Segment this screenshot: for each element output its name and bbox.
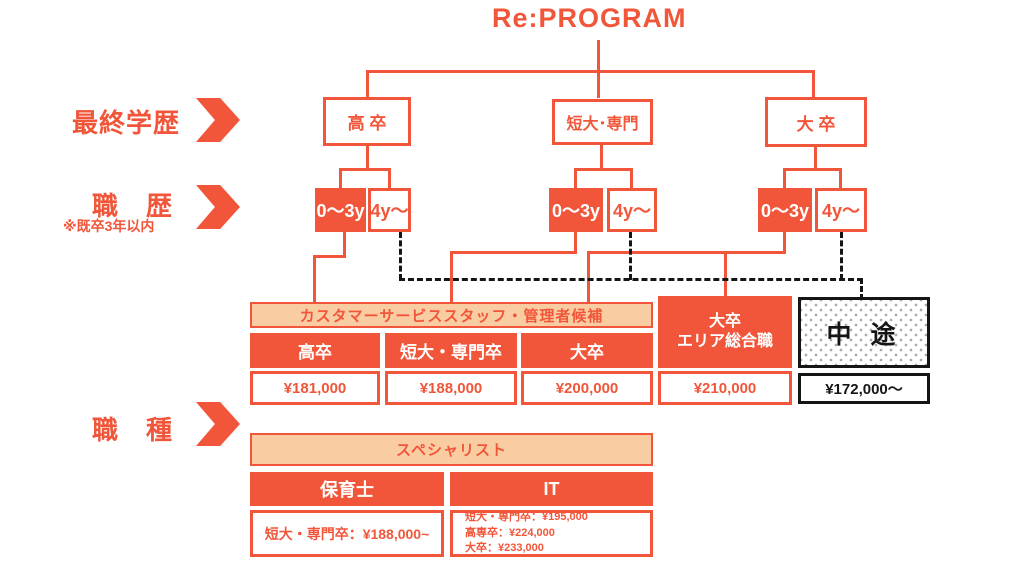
- page-title: Re:PROGRAM: [492, 3, 687, 33]
- connector-line: [339, 168, 391, 171]
- work-history-0-3y: 0〜3y: [315, 188, 366, 232]
- connector-line: [839, 168, 842, 190]
- connector-line: [313, 255, 346, 258]
- connector-line: [600, 145, 603, 170]
- work-history-4y: 4y〜: [368, 188, 411, 232]
- specialist-salary-hoikushi: 短大・専門卒：¥188,000~: [250, 510, 444, 557]
- connector-line: [366, 70, 815, 73]
- chevron-right-icon: [196, 98, 240, 142]
- it-salary-line: 大卒：¥233,000: [465, 542, 544, 555]
- chevron-right-icon: [196, 402, 240, 446]
- connector-line: [783, 168, 786, 190]
- connector-line: [814, 145, 817, 170]
- connector-line: [630, 168, 633, 190]
- specialist-column-hoikushi: 保育士: [250, 472, 444, 506]
- connector-line: [313, 255, 316, 305]
- mid-career-box: 中 途: [798, 297, 930, 368]
- cs-column-daisotsu: 大卒: [521, 333, 653, 368]
- dashed-connector-line: [399, 232, 402, 280]
- specialist-salary-it: 短大・専門卒：¥195,000 高専卒：¥224,000 大卒：¥233,000: [450, 510, 653, 557]
- connector-line: [574, 168, 577, 190]
- connector-line: [724, 251, 727, 298]
- education-box-kousotsu: 高 卒: [323, 97, 411, 146]
- education-box-daisotsu: 大 卒: [765, 97, 867, 147]
- connector-line: [366, 145, 369, 170]
- work-history-note: ※既卒3年以内: [63, 218, 155, 234]
- mid-career-salary: ¥172,000〜: [798, 373, 930, 404]
- cs-salary-daisotsu: ¥200,000: [521, 371, 653, 405]
- connector-line: [366, 70, 369, 98]
- row-label-job-type: 職 種: [92, 415, 174, 445]
- area-sogo-box: 大卒 エリア総合職: [658, 296, 792, 368]
- connector-line: [574, 168, 633, 171]
- area-sogo-line1: 大卒: [708, 313, 741, 330]
- row-label-work-history: 職 歴: [92, 191, 174, 221]
- connector-line: [587, 251, 786, 254]
- work-history-0-3y: 0〜3y: [549, 188, 603, 232]
- dashed-connector-line: [840, 232, 843, 280]
- connector-line: [388, 168, 391, 190]
- connector-line: [783, 168, 842, 171]
- row-label-education: 最終学歴: [72, 108, 181, 138]
- cs-salary-tandai: ¥188,000: [385, 371, 517, 405]
- connector-line: [450, 251, 577, 254]
- dashed-connector-line: [629, 232, 632, 280]
- it-salary-line: 短大・専門卒：¥195,000: [465, 510, 588, 523]
- dashed-connector-line: [860, 278, 863, 300]
- connector-line: [597, 40, 600, 73]
- dashed-connector-line: [399, 278, 863, 281]
- specialist-header: スペシャリスト: [250, 433, 653, 466]
- connector-line: [339, 168, 342, 190]
- area-sogo-line2: エリア総合職: [676, 333, 773, 350]
- cs-column-tandai: 短大・専門卒: [385, 333, 517, 368]
- cs-column-kousotsu: 高卒: [250, 333, 380, 368]
- cs-salary-kousotsu: ¥181,000: [250, 371, 380, 405]
- work-history-0-3y: 0〜3y: [758, 188, 812, 232]
- connector-line: [812, 70, 815, 98]
- education-box-tandai-senmon: 短大･専門: [552, 99, 653, 145]
- connector-line: [783, 230, 786, 254]
- specialist-column-it: IT: [450, 472, 653, 506]
- work-history-4y: 4y〜: [815, 188, 867, 232]
- customer-service-header: カスタマーサービススタッフ・管理者候補: [250, 302, 653, 328]
- work-history-4y: 4y〜: [607, 188, 657, 232]
- connector-line: [597, 70, 600, 98]
- area-sogo-salary: ¥210,000: [658, 371, 792, 405]
- connector-line: [343, 230, 346, 258]
- chevron-right-icon: [196, 185, 240, 229]
- connector-line: [574, 230, 577, 254]
- it-salary-line: 高専卒：¥224,000: [465, 526, 555, 539]
